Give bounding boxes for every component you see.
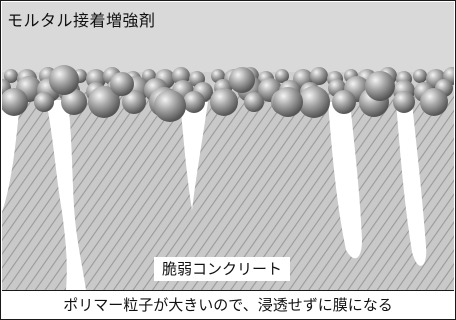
polymer-particle xyxy=(4,69,18,83)
polymer-particle xyxy=(273,87,303,117)
air-region xyxy=(2,2,454,72)
diagram-illustration xyxy=(2,2,454,291)
polymer-particle xyxy=(154,90,186,122)
polymer-particle xyxy=(49,65,79,95)
polymer-particle xyxy=(413,69,427,83)
polymer-particle xyxy=(229,67,255,93)
cross-section-svg xyxy=(2,2,454,290)
crack-4 xyxy=(396,102,427,266)
polymer-particle xyxy=(183,91,205,113)
polymer-particle xyxy=(298,86,330,118)
polymer-particle xyxy=(61,89,87,115)
caption: ポリマー粒子が大きいので、浸透せずに膜になる xyxy=(63,296,393,314)
crack-2 xyxy=(180,102,208,210)
substrate-label: 脆弱コンクリート xyxy=(154,257,291,281)
polymer-particle-film xyxy=(2,65,454,122)
polymer-particle xyxy=(210,88,238,116)
polymer-particle xyxy=(244,92,264,112)
polymer-particle xyxy=(332,90,356,114)
polymer-particle xyxy=(275,69,289,83)
crack-3 xyxy=(328,102,362,259)
polymer-particle xyxy=(310,67,328,85)
polymer-particle xyxy=(34,92,54,112)
polymer-particle xyxy=(393,91,415,113)
crack-5 xyxy=(2,102,20,212)
product-title: モルタル接着増強剤 xyxy=(7,11,156,30)
polymer-particle xyxy=(365,71,395,101)
polymer-particle xyxy=(110,72,134,96)
polymer-particle xyxy=(420,88,448,116)
polymer-particle xyxy=(2,88,28,116)
concrete-cracks xyxy=(2,100,427,290)
polymer-particle xyxy=(88,86,120,118)
crack-1 xyxy=(46,100,86,290)
polymer-particle xyxy=(122,90,146,114)
